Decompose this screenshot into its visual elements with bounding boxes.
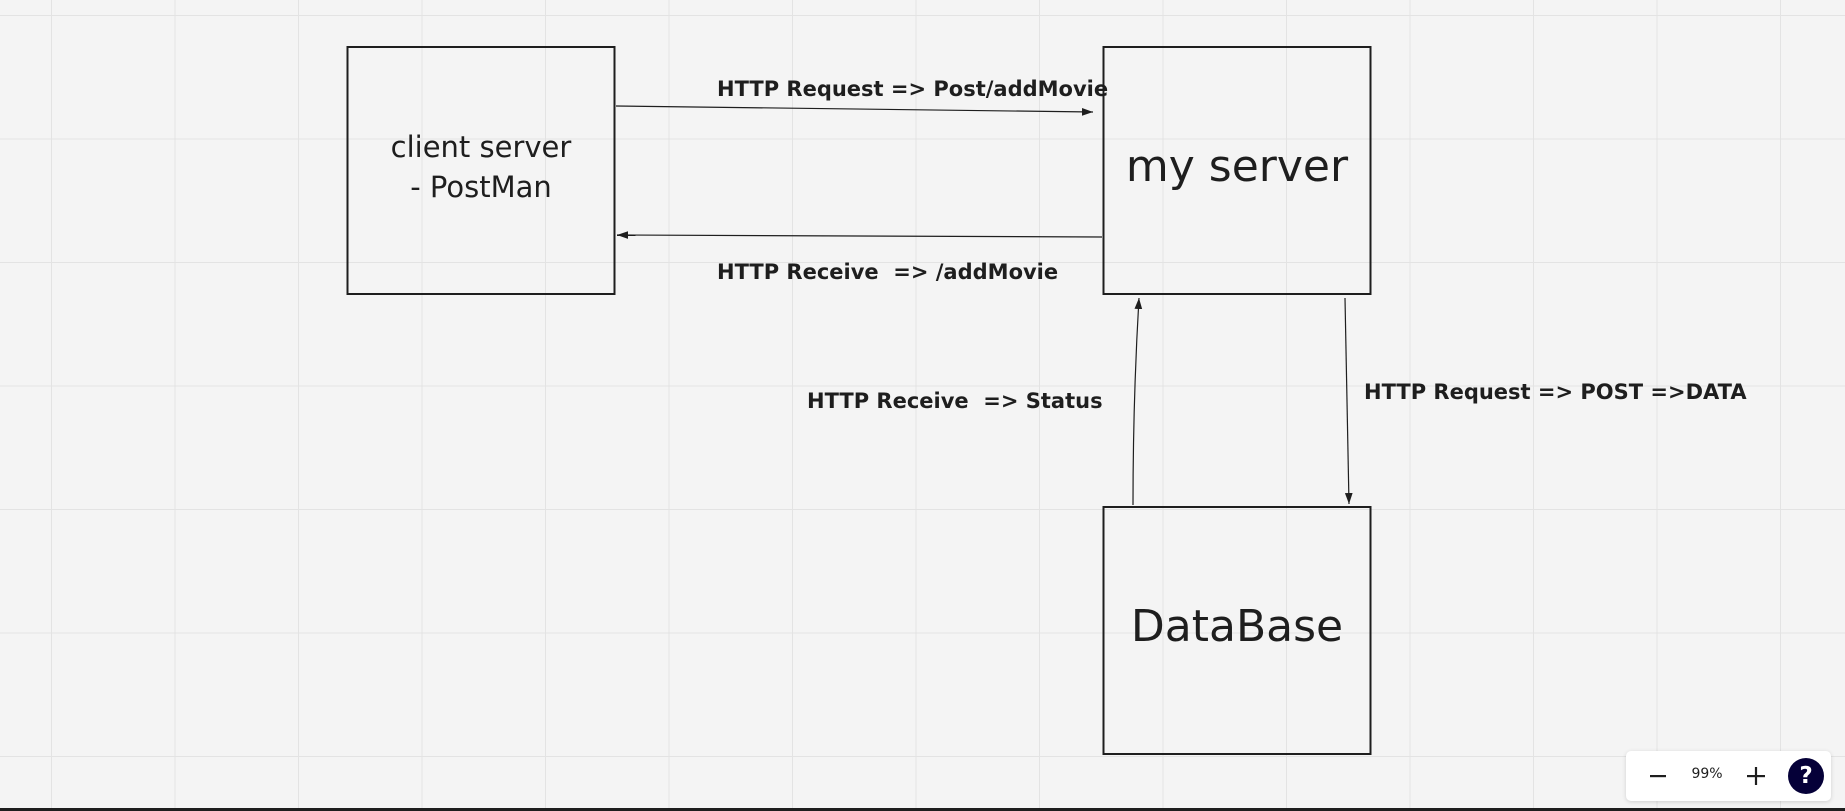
- arrow-server-to-client[interactable]: [616, 231, 1103, 239]
- edge-label-server-to-database: HTTP Request => POST =>DATA: [1364, 380, 1747, 404]
- zoom-level[interactable]: 99%: [1691, 766, 1723, 782]
- edge-label-database-to-server: HTTP Receive => Status: [807, 389, 1103, 413]
- database-box[interactable]: [1102, 506, 1372, 755]
- client-server-label-line2: - PostMan: [410, 170, 552, 204]
- canvas-bottom-edge: [0, 808, 1845, 811]
- my-server-box[interactable]: [1102, 46, 1372, 295]
- node-client-server[interactable]: client server - PostMan: [346, 46, 616, 295]
- client-server-label-line1: client server: [391, 130, 572, 164]
- minus-icon: [1642, 760, 1674, 792]
- arrow-database-to-server[interactable]: [1132, 297, 1143, 506]
- zoom-out-button[interactable]: [1642, 760, 1674, 792]
- help-button[interactable]: ?: [1788, 758, 1824, 794]
- database-label: DataBase: [1131, 601, 1343, 652]
- zoom-in-button[interactable]: [1740, 760, 1772, 792]
- plus-icon: [1740, 760, 1772, 792]
- zoom-toolbar: 99% ?: [1626, 751, 1831, 801]
- edge-label-client-to-server: HTTP Request => Post/addMovie: [717, 77, 1108, 101]
- node-database[interactable]: DataBase: [1102, 506, 1372, 755]
- client-server-box[interactable]: [346, 46, 616, 295]
- arrow-client-to-server[interactable]: [615, 105, 1094, 116]
- edge-label-server-to-client: HTTP Receive => /addMovie: [717, 260, 1058, 284]
- arrow-server-to-database[interactable]: [1344, 297, 1353, 505]
- node-my-server[interactable]: my server: [1102, 46, 1372, 295]
- my-server-label: my server: [1126, 141, 1349, 192]
